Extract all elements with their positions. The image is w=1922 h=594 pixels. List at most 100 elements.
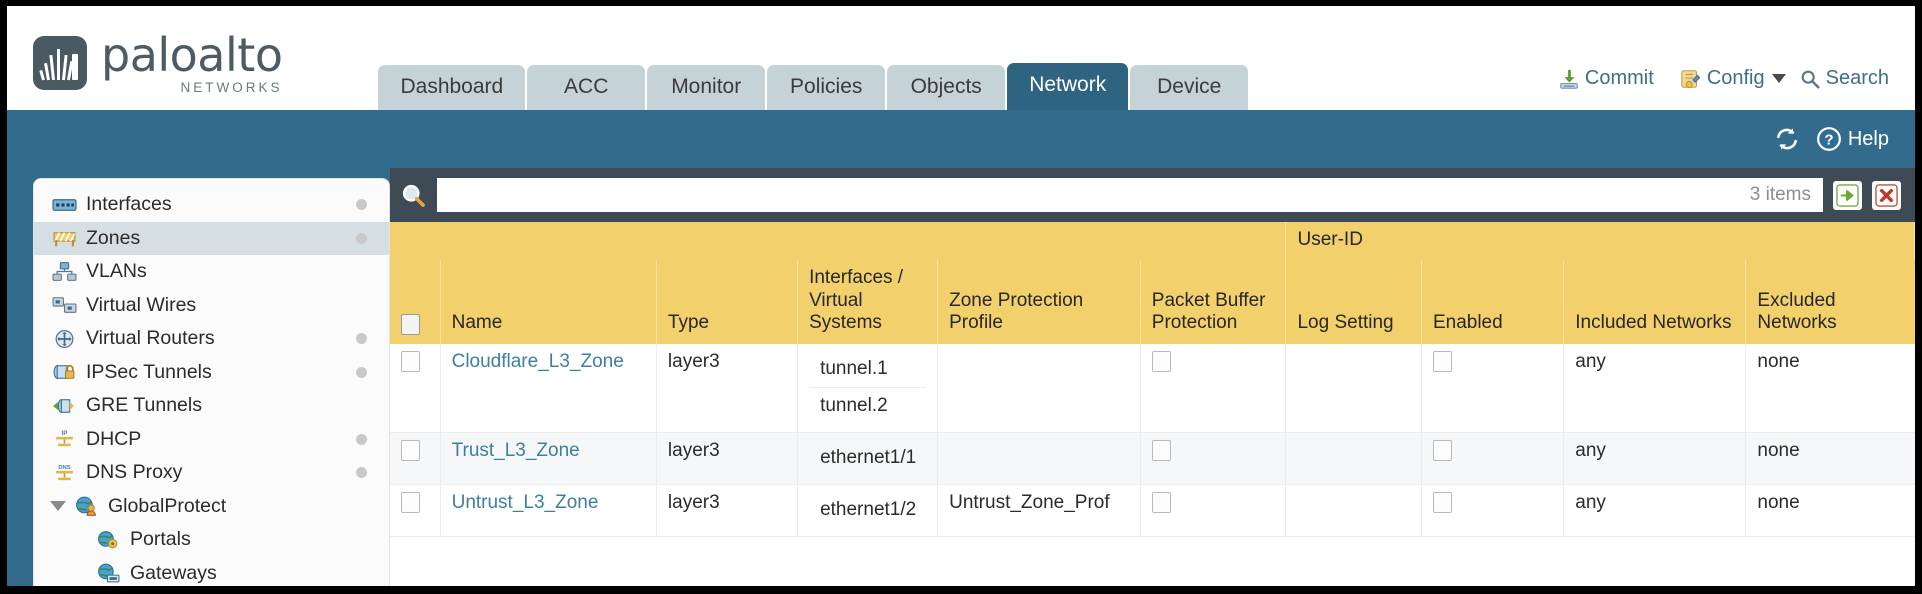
tab-objects[interactable]: Objects [887,65,1006,110]
paloalto-logo-icon [33,35,87,90]
config-wrench-icon [1681,69,1701,88]
col-packet-buffer-protection[interactable]: Packet Buffer Protection [1140,260,1287,344]
apply-filter-button[interactable] [1833,180,1862,210]
main-nav-tabs[interactable]: Dashboard ACC Monitor Policies Objects N… [378,63,1250,110]
sidebar-item-vlans[interactable]: VLANs [34,255,389,289]
zones-icon [53,232,76,247]
tab-monitor[interactable]: Monitor [647,65,766,110]
sidebar-item-dns-proxy[interactable]: DNS DNS Proxy [34,456,389,490]
select-all-checkbox[interactable] [401,313,420,335]
zone-name-link[interactable]: Cloudflare_L3_Zone [451,350,624,372]
status-dot [356,232,367,244]
item-count-label: 3 items [1749,184,1811,205]
brand-logo: paloalto NETWORKS [7,27,283,111]
included-networks-cell: any [1563,484,1747,537]
row-checkbox[interactable] [401,440,420,462]
zones-panel: 3 items [390,168,1915,586]
packet-buffer-protection-checkbox[interactable] [1151,440,1171,462]
sidebar-item-portals[interactable]: Portals [34,523,389,557]
refresh-icon[interactable] [1774,126,1800,152]
sidebar-item-zones[interactable]: Zones [34,221,389,255]
clear-filter-button[interactable] [1872,180,1901,210]
userid-enabled-checkbox[interactable] [1432,492,1452,514]
sidebar-item-ipsec-tunnels[interactable]: IPSec Tunnels [34,356,389,390]
col-userid-enabled[interactable]: Enabled [1421,260,1565,344]
gateways-icon [98,563,120,583]
zone-name-cell: Untrust_L3_Zone [440,484,657,537]
tab-device[interactable]: Device [1130,65,1249,110]
search-magnifier-icon [1801,70,1820,89]
zone-type-cell: layer3 [656,484,799,537]
sidebar-label: GlobalProtect [108,494,227,517]
userid-enabled-checkbox[interactable] [1432,440,1452,462]
ipsec-tunnels-icon [53,365,75,380]
sidebar-label: Portals [130,528,191,551]
chevron-down-icon[interactable] [50,501,66,512]
sidebar-item-globalprotect[interactable]: GlobalProtect [34,490,389,524]
network-sidebar: Interfaces Zones [33,178,390,587]
sidebar-label: Virtual Wires [86,293,197,316]
tab-network[interactable]: Network [1007,63,1129,110]
col-log-setting[interactable]: Log Setting [1285,260,1422,344]
row-select-cell [390,343,441,434]
chevron-down-icon [1771,74,1786,83]
sidebar-container: Interfaces Zones [7,168,390,587]
sidebar-item-interfaces[interactable]: Interfaces [34,188,389,222]
sidebar-label: Interfaces [86,193,172,216]
row-select-cell [390,484,441,537]
zone-protection-profile-cell: Untrust_Zone_Prof [937,484,1141,537]
interface-entry: ethernet1/2 [820,499,917,521]
table-row[interactable]: Trust_L3_Zone layer3 ethernet1/1 [390,432,1915,486]
zones-table-body: Cloudflare_L3_Zone layer3 tunnel.1 tunne… [390,343,1915,537]
search-button[interactable]: Search [1799,67,1889,90]
content-area: Interfaces Zones [7,168,1915,587]
table-header-row: Name Type Interfaces / Virtual Systems Z… [390,260,1915,344]
brand-name: paloalto [101,27,283,82]
sidebar-label: Virtual Routers [86,327,215,350]
zone-name-cell: Trust_L3_Zone [440,432,657,486]
globalprotect-icon [76,496,96,517]
packet-buffer-protection-cell [1140,484,1287,537]
zone-name-link[interactable]: Untrust_L3_Zone [451,492,599,514]
packet-buffer-protection-checkbox[interactable] [1151,350,1171,372]
included-networks-cell: any [1563,343,1747,434]
sidebar-item-virtual-wires[interactable]: Virtual Wires [34,289,389,323]
sidebar-item-gateways[interactable]: Gateways [34,557,389,587]
table-row[interactable]: Untrust_L3_Zone layer3 ethernet1/2 Untru… [390,484,1915,537]
zone-protection-profile-cell [937,343,1141,434]
filter-search-input[interactable] [437,178,1750,212]
table-row[interactable]: Cloudflare_L3_Zone layer3 tunnel.1 tunne… [390,343,1915,434]
sidebar-item-gre-tunnels[interactable]: GRE Tunnels [34,389,389,423]
config-menu-button[interactable]: Config [1680,67,1786,90]
tab-policies[interactable]: Policies [767,65,886,110]
col-name[interactable]: Name [440,260,657,344]
gre-tunnels-icon [53,398,74,413]
row-checkbox[interactable] [401,492,420,514]
col-excluded-networks[interactable]: Excluded Networks [1745,260,1915,344]
zones-table-scroll[interactable]: User-ID Name Type Interfaces / Virtual S… [390,222,1915,586]
packet-buffer-protection-checkbox[interactable] [1151,492,1171,514]
col-included-networks[interactable]: Included Networks [1563,260,1747,344]
virtual-routers-icon [55,329,74,348]
col-zone-protection-profile[interactable]: Zone Protection Profile [937,260,1141,344]
zone-interfaces-cell: tunnel.1 tunnel.2 [797,343,939,434]
table-group-header-row: User-ID [390,222,1915,261]
search-magnifier-icon[interactable] [400,182,427,209]
tab-dashboard[interactable]: Dashboard [378,65,526,110]
zone-name-link[interactable]: Trust_L3_Zone [451,440,580,462]
row-select-cell [390,432,441,486]
tab-acc[interactable]: ACC [527,65,646,110]
zones-table: User-ID Name Type Interfaces / Virtual S… [390,222,1915,537]
userid-enabled-checkbox[interactable] [1432,350,1452,372]
green-arrow-apply-icon [1836,183,1859,207]
sidebar-item-virtual-routers[interactable]: Virtual Routers [34,322,389,356]
col-interfaces-virtual-systems[interactable]: Interfaces / Virtual Systems [797,260,939,344]
sidebar-item-dhcp[interactable]: IP DHCP [34,423,389,457]
svg-text:DNS: DNS [58,465,70,471]
col-type[interactable]: Type [656,260,799,344]
commit-button[interactable]: Commit [1558,67,1654,90]
row-checkbox[interactable] [401,350,420,372]
log-setting-cell [1285,343,1422,434]
help-button[interactable]: ? Help [1816,126,1889,152]
